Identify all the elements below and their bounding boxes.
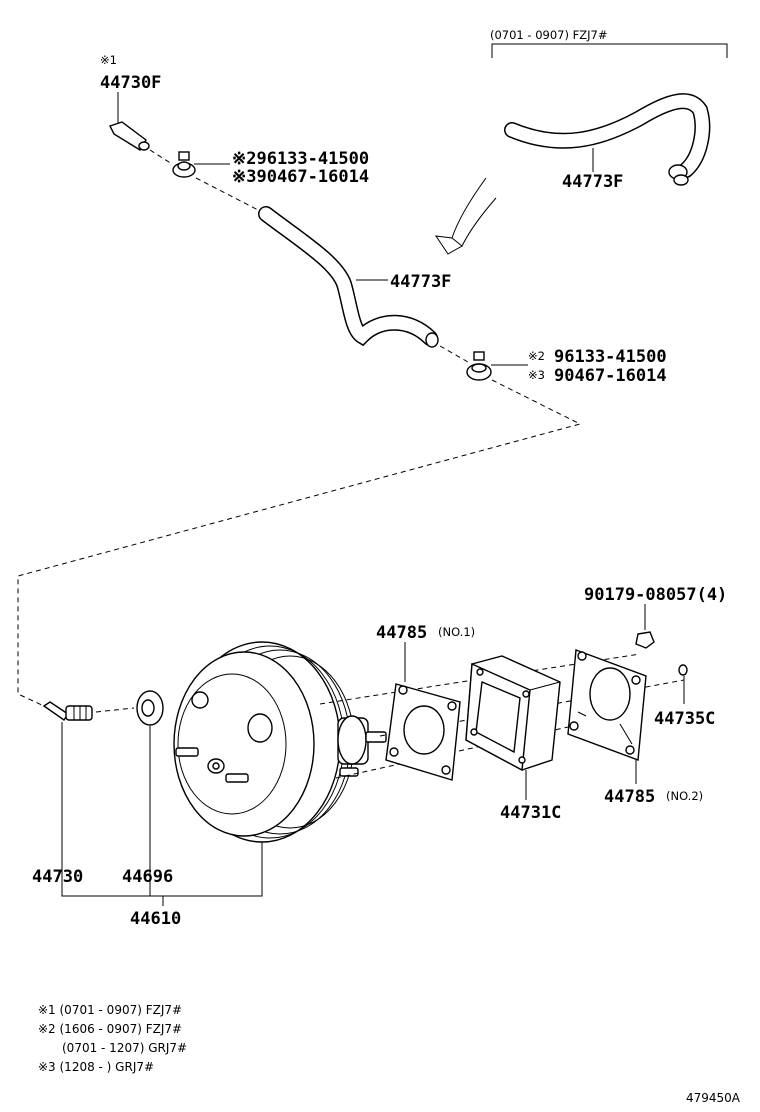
clamp-mid-mark2: ※3 xyxy=(528,368,545,382)
booster-label: 44610 xyxy=(130,909,181,929)
diagram-id: 479450A xyxy=(686,1091,741,1105)
gasket-no1 xyxy=(385,683,461,781)
hose-upper xyxy=(504,93,711,186)
check-valve-fitting xyxy=(109,121,150,151)
clamp-mid-num2: 90467-16014 xyxy=(554,366,667,386)
gasket-no1-label: 44785 xyxy=(376,623,427,643)
clamp-top-line2: ※390467-16014 xyxy=(232,167,369,187)
spacer-44731c xyxy=(465,655,561,772)
range-bracket xyxy=(491,43,728,58)
clamp-mid-num1: 96133-41500 xyxy=(554,347,667,367)
spacer-label: 44731C xyxy=(500,803,561,823)
fitting-44730 xyxy=(42,701,93,721)
clamp-top xyxy=(172,151,196,178)
gasket-no2-suffix: (NO.2) xyxy=(666,789,703,803)
note-1: ※1 (0701 - 0907) FZJ7# xyxy=(38,1003,182,1017)
hose-lower xyxy=(258,206,439,348)
gasket-no2 xyxy=(567,649,647,761)
note-4: ※3 (1208 - ) GRJ7# xyxy=(38,1060,154,1074)
clamp-mid xyxy=(466,351,492,381)
hose-upper-label: 44773F xyxy=(562,172,623,192)
nut-90179 xyxy=(635,631,655,649)
clamp-top-line1: ※296133-41500 xyxy=(232,149,369,169)
range-note: (0701 - 0907) FZJ7# xyxy=(490,28,607,42)
washer-44735c xyxy=(678,664,688,676)
note-3: (0701 - 1207) GRJ7# xyxy=(62,1041,187,1055)
direction-arrow xyxy=(434,177,497,255)
fitting-label: 44730 xyxy=(32,867,83,887)
brake-booster xyxy=(173,641,387,843)
grommet-label: 44696 xyxy=(122,867,173,887)
part-44730f-label: 44730F xyxy=(100,73,161,93)
hose-lower-label: 44773F xyxy=(390,272,451,292)
gasket-no1-suffix: (NO.1) xyxy=(438,625,475,639)
gasket-no2-label: 44785 xyxy=(604,787,655,807)
note-2: ※2 (1606 - 0907) FZJ7# xyxy=(38,1022,182,1036)
washer-label: 44735C xyxy=(654,709,715,729)
clamp-mid-mark1: ※2 xyxy=(528,349,545,363)
grommet-44696 xyxy=(136,690,164,726)
part-44730f-mark: ※1 xyxy=(100,53,117,67)
bolt-label: 90179-08057(4) xyxy=(584,585,727,605)
